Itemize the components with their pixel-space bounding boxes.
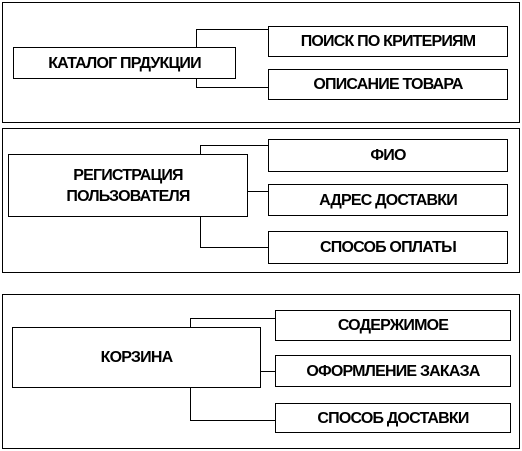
connector [196,29,269,30]
search-criteria-box: ПОИСК ПО КРИТЕРИЯМ [268,26,508,57]
contents-box: СОДЕРЖИМОЕ [275,310,511,341]
cart-box: КОРЗИНА [12,327,261,388]
product-description-box: ОПИСАНИЕ ТОВАРА [268,69,508,100]
connector [190,318,275,319]
fio-box: ФИО [268,139,508,172]
connector [196,87,269,88]
catalog-box: КАТАЛОГ ПРДУКЦИИ [13,47,236,79]
delivery-address-box: АДРЕС ДОСТАВКИ [268,184,508,216]
connector [200,247,268,248]
payment-method-box: СПОСОБ ОПЛАТЫ [268,231,508,264]
connector [190,420,275,421]
delivery-method-box: СПОСОБ ДОСТАВКИ [275,403,511,433]
registration-box: РЕГИСТРАЦИЯ ПОЛЬЗОВАТЕЛЯ [8,154,248,217]
order-checkout-box: ОФОРМЛЕНИЕ ЗАКАЗА [275,355,511,387]
connector [200,145,268,146]
